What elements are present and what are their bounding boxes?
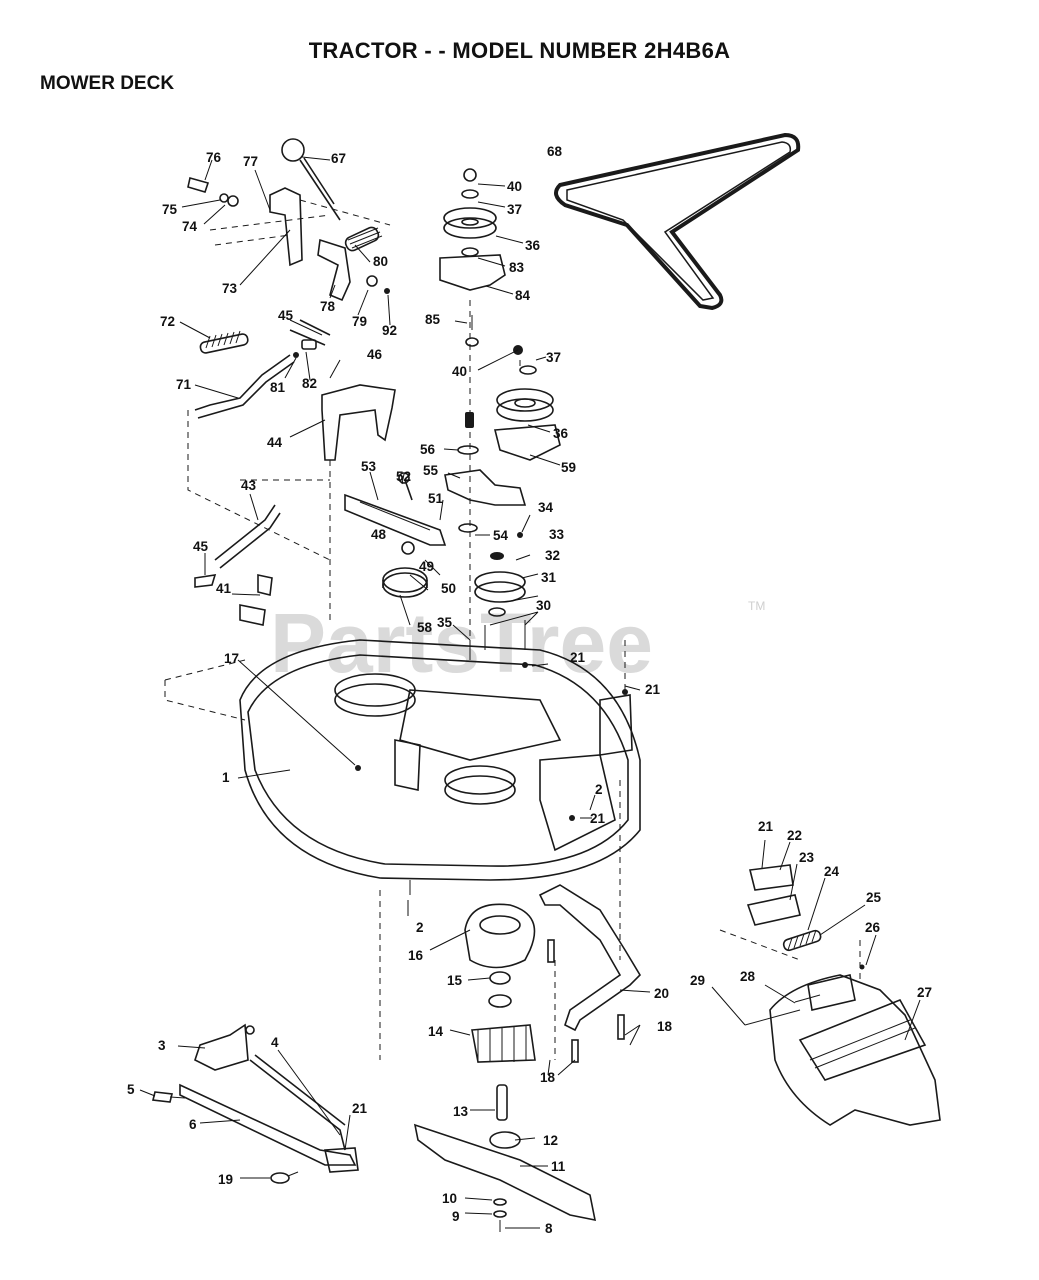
- label-part: 34: [538, 500, 554, 515]
- label-part: 30: [536, 598, 551, 613]
- label-part: 25: [866, 890, 882, 905]
- label-part: 49: [419, 559, 434, 574]
- label-part: 67: [331, 151, 346, 166]
- label-part: 14: [428, 1024, 444, 1039]
- mower-deck: [164, 639, 641, 881]
- spindle-and-blade-assembly: [379, 780, 642, 1232]
- label-part: 21: [758, 819, 774, 834]
- label-part: 58: [417, 620, 433, 635]
- label-part: 85: [425, 312, 441, 327]
- discharge-chute-assembly: [719, 864, 941, 1126]
- idler-arm-assembly: [344, 472, 447, 598]
- spindle-pulley-stack: [439, 168, 561, 660]
- label-part: 45: [278, 308, 294, 323]
- mower-belt: [554, 132, 801, 311]
- label-part: 26: [865, 920, 881, 935]
- label-part: 80: [373, 254, 388, 269]
- label-part: 53: [361, 459, 377, 474]
- label-part: 21: [352, 1101, 368, 1116]
- label-part: 24: [824, 864, 840, 879]
- label-part: 50: [441, 581, 456, 596]
- label-part: 1: [222, 770, 230, 785]
- label-part: 15: [447, 973, 463, 988]
- label-part: 41: [216, 581, 232, 596]
- label-part: 16: [408, 948, 424, 963]
- label-part: 44: [267, 435, 283, 450]
- watermark: PartsTree: [270, 596, 653, 690]
- label-part: 32: [545, 548, 560, 563]
- part-number-labels: 1 2 2 3 4 5 6 8 9 10 11 12 13 14 15 16 1…: [127, 144, 932, 1236]
- label-part: 6: [189, 1117, 197, 1132]
- label-part: 5: [127, 1082, 135, 1097]
- label-part: 2: [595, 782, 603, 797]
- label-part: 40: [507, 179, 522, 194]
- lift-rods-and-springs: [187, 319, 396, 626]
- label-part: 48: [371, 527, 387, 542]
- label-part: 36: [553, 426, 569, 441]
- label-part: 9: [452, 1209, 460, 1224]
- label-part: 18: [540, 1070, 556, 1085]
- label-part: 59: [561, 460, 576, 475]
- label-part: 33: [549, 527, 565, 542]
- label-part: 36: [525, 238, 541, 253]
- label-part: 83: [509, 260, 525, 275]
- label-part: 21: [570, 650, 586, 665]
- label-part: 3: [158, 1038, 166, 1053]
- label-part: 8: [545, 1221, 553, 1236]
- label-part: 54: [493, 528, 509, 543]
- label-part: 21: [590, 811, 606, 826]
- label-part: 82: [302, 376, 317, 391]
- label-part: 72: [160, 314, 175, 329]
- label-part: 45: [193, 539, 209, 554]
- label-part: 19: [218, 1172, 233, 1187]
- label-part: 68: [547, 144, 563, 159]
- label-part: 29: [690, 973, 705, 988]
- label-part: 37: [507, 202, 522, 217]
- watermark-trademark: TM: [748, 599, 765, 613]
- label-part: 4: [271, 1035, 279, 1050]
- label-part: 20: [654, 986, 669, 1001]
- label-part: 56: [420, 442, 436, 457]
- label-part: 71: [176, 377, 192, 392]
- label-part: 28: [740, 969, 756, 984]
- label-part: 81: [270, 380, 286, 395]
- label-part: 78: [320, 299, 336, 314]
- label-part: 2: [416, 920, 424, 935]
- label-part: 79: [352, 314, 367, 329]
- label-part: 35: [437, 615, 453, 630]
- label-part: 10: [442, 1191, 457, 1206]
- lift-handle-assembly: [187, 138, 391, 302]
- section-title: MOWER DECK: [40, 73, 175, 94]
- label-part: 23: [799, 850, 815, 865]
- label-part: 13: [453, 1104, 469, 1119]
- label-part: 55: [423, 463, 439, 478]
- label-part: 51: [428, 491, 444, 506]
- label-part: 43: [241, 478, 257, 493]
- label-part: 46: [367, 347, 383, 362]
- label-part: 92: [382, 323, 397, 338]
- diagram-title: TRACTOR - - MODEL NUMBER 2H4B6A: [308, 38, 731, 63]
- label-part: 84: [515, 288, 531, 303]
- label-part: 37: [546, 350, 561, 365]
- label-part: 31: [541, 570, 557, 585]
- label-part: 18: [657, 1019, 673, 1034]
- label-part: 21: [645, 682, 661, 697]
- callout-leader-lines: [139, 156, 921, 1229]
- label-part: 27: [917, 985, 932, 1000]
- label-part: 11: [551, 1159, 566, 1174]
- label-part: 52: [396, 469, 411, 484]
- label-part: 12: [543, 1133, 558, 1148]
- label-part: 77: [243, 154, 258, 169]
- label-part: 73: [222, 281, 238, 296]
- label-part: 75: [162, 202, 178, 217]
- label-part: 76: [206, 150, 222, 165]
- label-part: 17: [224, 651, 239, 666]
- label-part: 74: [182, 219, 198, 234]
- label-part: 22: [787, 828, 802, 843]
- front-hanger-assembly: [152, 1023, 359, 1184]
- label-part: 40: [452, 364, 467, 379]
